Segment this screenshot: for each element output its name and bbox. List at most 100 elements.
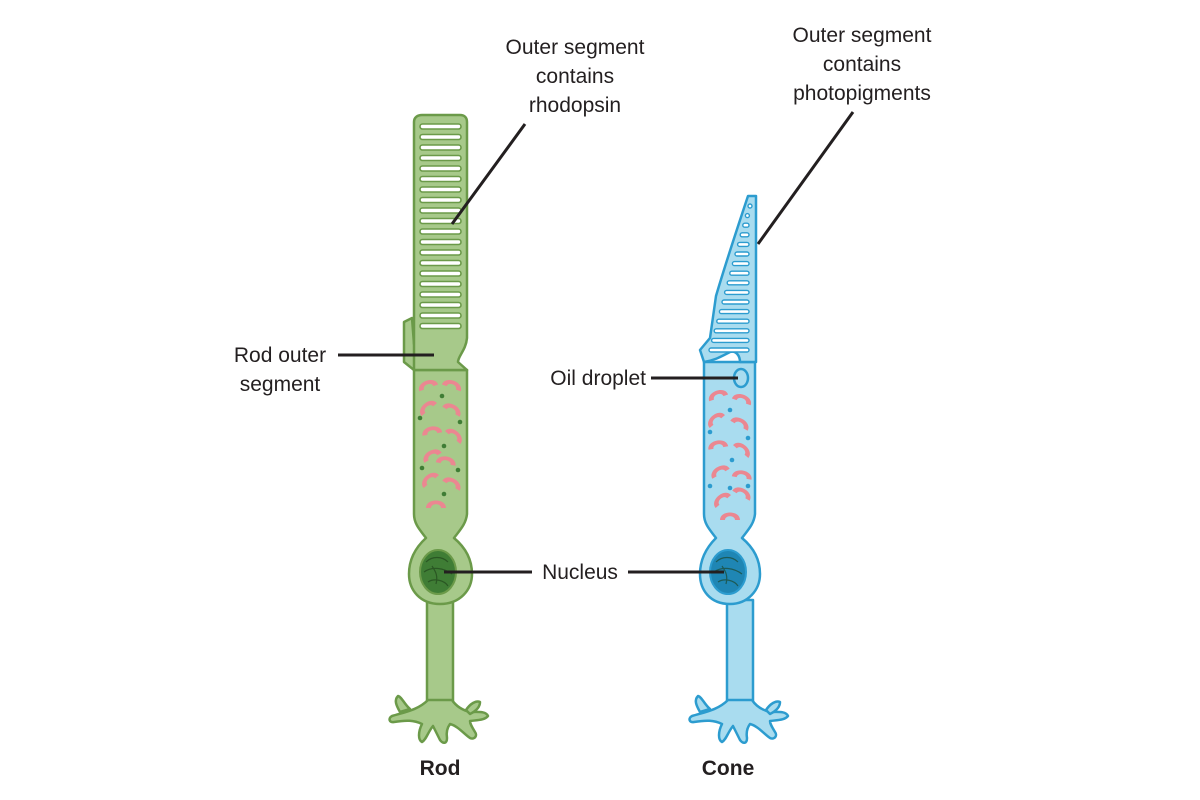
organelle-dot	[727, 485, 733, 491]
cone-disc	[744, 212, 751, 219]
label-line: Rod outer	[233, 344, 327, 367]
organelle-dot	[707, 483, 713, 489]
cone-disc	[731, 260, 750, 267]
rod-mitochondria	[417, 380, 463, 508]
rod-disc	[419, 301, 462, 309]
rod-disc	[419, 144, 462, 151]
cone-disc	[710, 337, 750, 344]
label-line: segment	[239, 373, 321, 396]
cone-disc	[729, 270, 750, 276]
cone-disc	[716, 318, 750, 324]
cone-disc	[739, 232, 750, 238]
mitochondrion	[420, 400, 437, 416]
rod-disc	[419, 123, 462, 130]
organelle-dot	[419, 465, 425, 471]
cone-nucleus	[709, 549, 747, 595]
mitochondrion	[442, 403, 461, 417]
label-cone-outer-segment-contains: Outer segment contains photopigments	[762, 21, 962, 108]
rod-axon	[425, 598, 455, 714]
organelle-dot	[745, 435, 751, 441]
organelle-dot	[707, 429, 713, 435]
rod-disc	[419, 207, 462, 214]
organelle-dot	[727, 407, 733, 413]
cone-discs	[708, 203, 753, 353]
caption-rod: Rod	[419, 757, 461, 780]
organelle-dot	[729, 457, 735, 463]
label-nucleus: Nucleus	[530, 558, 630, 587]
rod-disc	[419, 133, 462, 141]
mitochondrion	[714, 492, 731, 508]
mitochondrion	[732, 487, 751, 501]
label-line: Outer segment	[505, 36, 645, 59]
label-line: Oil droplet	[550, 367, 646, 390]
cone-cell	[688, 194, 790, 744]
rod-cell	[388, 113, 490, 744]
mitochondrion	[445, 428, 462, 444]
label-line: Outer segment	[792, 24, 932, 47]
mitochondrion	[711, 465, 730, 479]
mitochondrion	[442, 477, 461, 491]
cone-outer-segment	[698, 194, 758, 364]
label-rod-outer-segment-contains: Outer segment contains rhodopsin	[480, 33, 670, 120]
cone-disc	[734, 251, 750, 257]
cone-disc	[723, 289, 750, 296]
label-line: rhodopsin	[528, 94, 622, 117]
mitochondrion	[418, 380, 439, 392]
mitochondrion	[708, 440, 729, 450]
cone-disc	[721, 299, 750, 305]
rod-disc	[419, 228, 462, 235]
mitochondrion	[731, 470, 752, 480]
cone-axon	[725, 598, 755, 714]
mitochondrion	[426, 500, 446, 508]
rod-disc	[419, 217, 462, 225]
cone-disc	[736, 241, 750, 248]
rod-inner-segment	[407, 368, 474, 606]
caption-cone: Cone	[701, 757, 755, 780]
organelle-dot	[455, 467, 461, 473]
cone-mitochondria	[707, 390, 752, 520]
rod-disc	[419, 259, 462, 267]
cone-disc	[742, 222, 750, 228]
label-rod-outer-segment: Rod outer segment	[220, 341, 340, 399]
cone-disc	[747, 203, 753, 209]
mitochondrion	[720, 512, 740, 520]
rod-disc	[419, 270, 462, 277]
rod-disc	[419, 196, 462, 204]
mitochondrion	[708, 412, 725, 428]
cone-synaptic-terminal	[688, 694, 790, 744]
organelle-dot	[745, 483, 751, 489]
leader-cone-outer-segment-contains	[756, 111, 855, 245]
mitochondrion	[708, 390, 729, 402]
label-line: contains	[535, 65, 615, 88]
label-line: Nucleus	[542, 561, 618, 584]
mitochondrion	[441, 380, 462, 392]
rod-discs	[419, 123, 462, 330]
rod-disc	[419, 186, 462, 193]
mitochondrion	[731, 394, 752, 406]
mitochondrion	[435, 456, 456, 466]
rod-disc	[419, 175, 462, 183]
organelle-dot	[441, 443, 447, 449]
organelle-dot	[457, 419, 463, 425]
leader-rod-outer-segment-contains	[450, 123, 527, 225]
rod-disc	[419, 154, 462, 162]
rod-disc	[419, 165, 462, 172]
rod-synaptic-terminal	[388, 694, 490, 744]
mitochondrion	[423, 449, 442, 463]
mitochondrion	[730, 417, 749, 431]
organelle-dot	[439, 393, 445, 399]
rod-disc	[419, 291, 462, 298]
label-line: photopigments	[793, 82, 931, 105]
label-oil-droplet: Oil droplet	[520, 364, 646, 393]
organelle-dot	[441, 491, 447, 497]
rod-disc	[419, 249, 462, 256]
cone-disc	[718, 308, 750, 315]
mitochondrion	[422, 426, 443, 436]
rod-disc	[419, 238, 462, 246]
leader-lines	[338, 111, 855, 574]
rod-disc	[419, 312, 462, 319]
label-line: contains	[822, 53, 902, 76]
mitochondrion	[422, 472, 439, 488]
cone-disc	[726, 280, 750, 286]
